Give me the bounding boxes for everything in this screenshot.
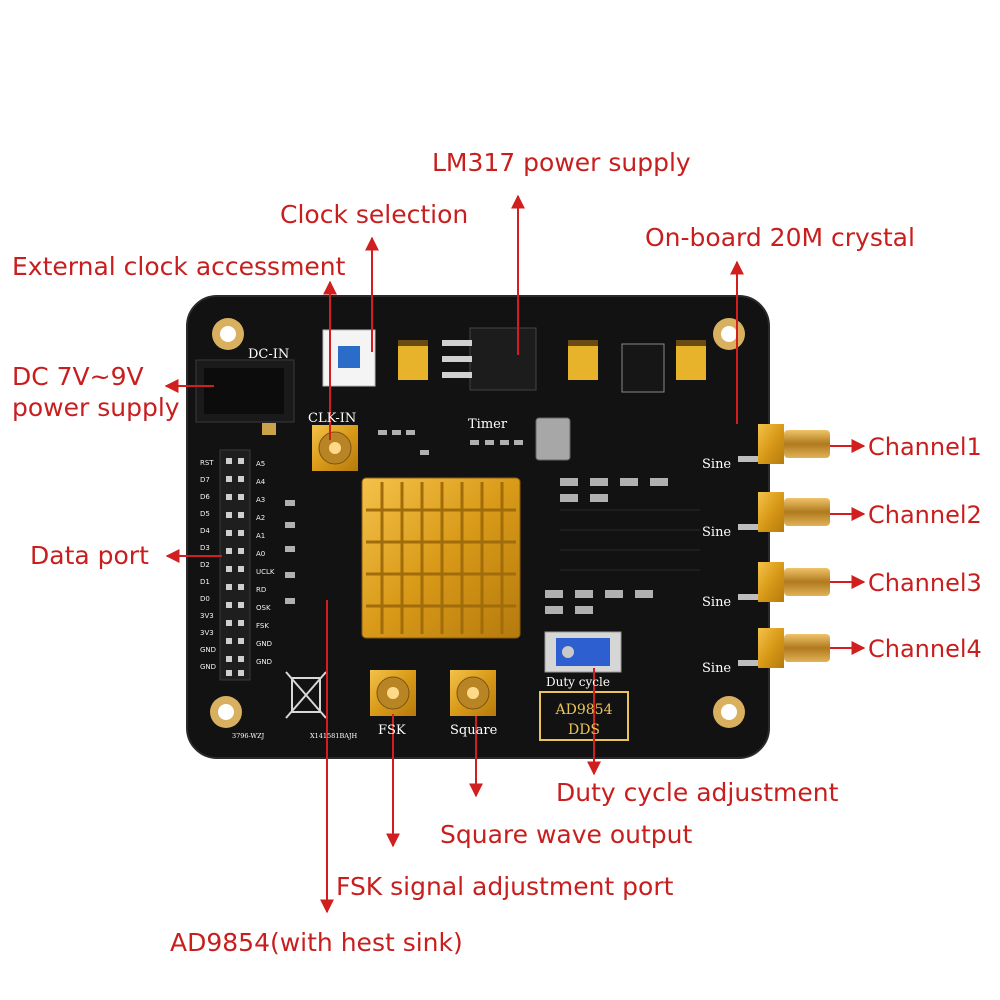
- callout-arrows: [164, 194, 866, 914]
- callout-data-port: Data port: [30, 541, 149, 570]
- ad9854-dds-box: [539, 691, 629, 741]
- header-pin-label: D0: [200, 595, 210, 603]
- clk-in-sma: [312, 425, 358, 471]
- crystal-20m: [535, 417, 571, 461]
- callout-channel3: Channel3: [868, 569, 982, 597]
- silk-sine-2: Sine: [702, 525, 731, 540]
- duty-cycle-potentiometer: [544, 631, 622, 673]
- callout-ext-clock: External clock accessment: [12, 252, 346, 281]
- header-pin-label: GND: [200, 646, 216, 654]
- header-pin-label: RD: [256, 586, 266, 594]
- fsk-sma: [370, 670, 416, 716]
- lm317-regulator: [442, 327, 537, 391]
- dc-jack: [195, 359, 295, 435]
- header-pin-label: D2: [200, 561, 210, 569]
- callout-fsk-port: FSK signal adjustment port: [336, 872, 674, 901]
- silk-serial-left: 3796-WZJ: [232, 732, 265, 740]
- header-pin-label: 3V3: [200, 629, 214, 637]
- silk-dc-in: DC-IN: [248, 347, 289, 362]
- header-pin-label: GND: [200, 663, 216, 671]
- data-port-header: [219, 449, 251, 681]
- header-pin-label: A4: [256, 478, 266, 486]
- header-pin-label: RST: [200, 459, 214, 467]
- callout-ad9854: AD9854(with hest sink): [170, 928, 463, 957]
- square-sma: [450, 670, 496, 716]
- silk-clk-in: CLK-IN: [308, 411, 356, 426]
- callout-dc-line1: DC 7V~9V: [12, 362, 144, 391]
- header-pin-label: D1: [200, 578, 210, 586]
- silk-sine-3: Sine: [702, 595, 731, 610]
- silk-chip-ad9854: AD9854: [555, 702, 613, 718]
- pcb-traces: [560, 509, 700, 571]
- clock-switch: [322, 329, 376, 387]
- header-pin-label: FSK: [256, 622, 269, 630]
- header-pin-label: A2: [256, 514, 265, 522]
- callout-channel4: Channel4: [868, 635, 982, 663]
- header-pin-label: D3: [200, 544, 210, 552]
- header-pin-label: A5: [256, 460, 265, 468]
- callout-duty-adjustment: Duty cycle adjustment: [556, 778, 839, 807]
- callout-lm317: LM317 power supply: [432, 148, 691, 177]
- silk-timer: Timer: [468, 417, 508, 432]
- callout-channel1: Channel1: [868, 433, 982, 461]
- header-pin-label: GND: [256, 640, 272, 648]
- callout-square-output: Square wave output: [440, 820, 693, 849]
- callout-dc-line2: power supply: [12, 393, 180, 422]
- silk-duty-cycle: Duty cycle: [546, 675, 610, 689]
- header-pin-label: GND: [256, 658, 272, 666]
- header-pin-label: D7: [200, 476, 210, 484]
- mounting-holes: [210, 318, 745, 728]
- header-pin-label: D4: [200, 527, 210, 535]
- callout-crystal: On-board 20M crystal: [645, 223, 915, 252]
- weee-icon: [285, 671, 327, 719]
- heat-sink: [361, 477, 521, 639]
- header-pin-label: 3V3: [200, 612, 214, 620]
- silk-chip-dds: DDS: [568, 722, 600, 738]
- header-pin-label: D6: [200, 493, 210, 501]
- silk-serial-right: X141581BAJH: [310, 732, 358, 740]
- header-pin-label: A3: [256, 496, 265, 504]
- header-pin-label: A1: [256, 532, 265, 540]
- silk-square: Square: [450, 723, 498, 738]
- header-pin-label: UCLK: [256, 568, 275, 576]
- callout-clock-selection: Clock selection: [280, 200, 469, 229]
- silk-sine-1: Sine: [702, 457, 731, 472]
- channel-sma-connectors: [738, 424, 830, 668]
- silk-sine-4: Sine: [702, 661, 731, 676]
- header-pin-label: D5: [200, 510, 210, 518]
- callout-channel2: Channel2: [868, 501, 982, 529]
- header-pin-label: OSK: [256, 604, 271, 612]
- header-pin-label: A0: [256, 550, 265, 558]
- silk-fsk: FSK: [378, 723, 406, 738]
- inductor: [621, 343, 665, 393]
- tantalum-capacitors: [398, 340, 706, 380]
